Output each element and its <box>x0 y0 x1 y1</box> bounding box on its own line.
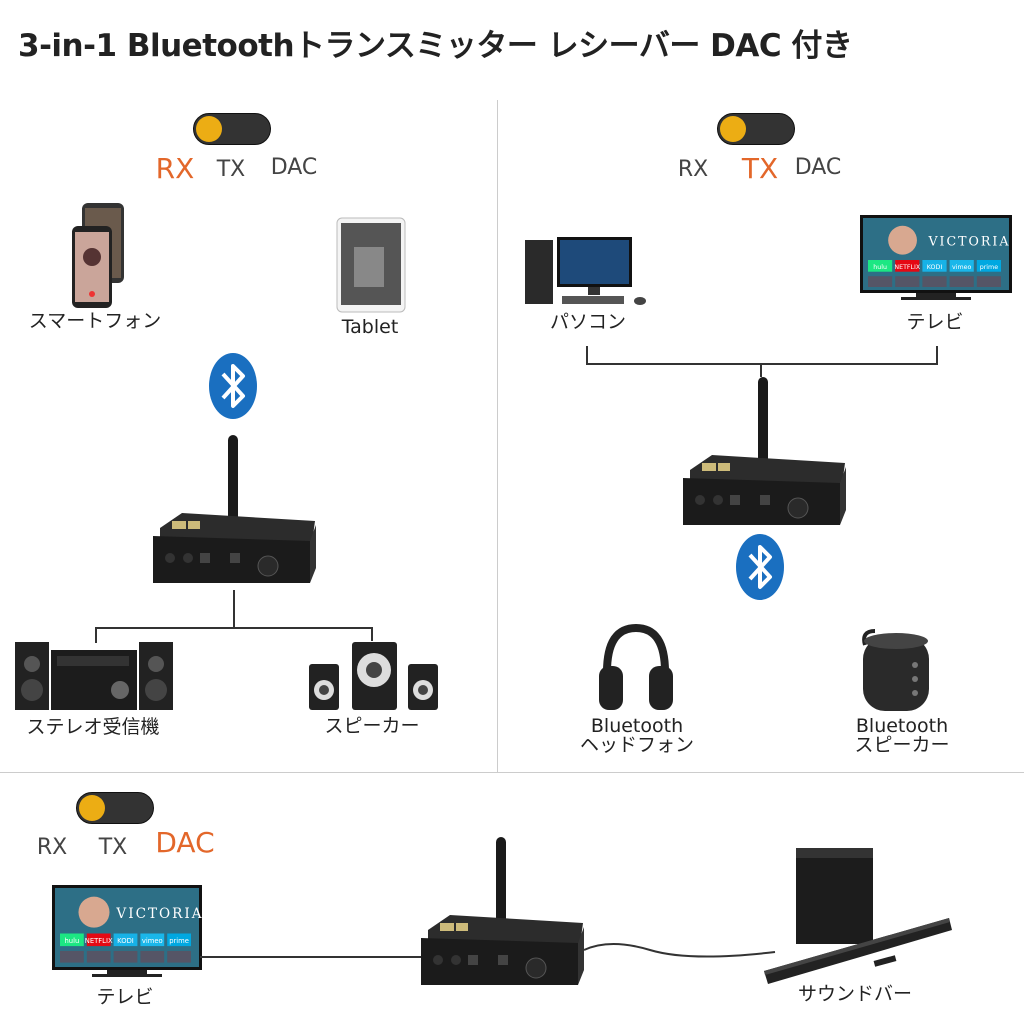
bluetooth-transmitter-receiver-device <box>153 435 316 583</box>
svg-text:prime: prime <box>980 264 998 271</box>
tv-title: VICTORIA <box>927 234 1010 249</box>
soundbar-image <box>764 848 952 984</box>
svg-text:NETFLIX: NETFLIX <box>85 937 113 945</box>
bluetooth-speaker-image <box>862 629 929 711</box>
mode-label-dac: DAC <box>794 155 842 180</box>
svg-text:vimeo: vimeo <box>952 264 971 271</box>
svg-text:KODI: KODI <box>117 937 134 945</box>
connection-line <box>586 363 938 365</box>
bluetooth-transmitter-receiver-device <box>683 377 846 525</box>
mode-label-rx: RX <box>677 157 709 182</box>
mode-label-tx: TX <box>216 157 246 182</box>
mode-label-dac: DAC <box>270 155 318 180</box>
label-tv: テレビ <box>96 986 154 1008</box>
label-soundbar: サウンドバー <box>797 983 913 1005</box>
label-bluetooth: Bluetooth <box>590 715 684 737</box>
smartphone-image <box>72 203 124 308</box>
bluetooth-transmitter-receiver-device <box>421 837 584 985</box>
svg-text:KODI: KODI <box>927 264 943 271</box>
bluetooth-icon <box>736 534 784 600</box>
label-pc: パソコン <box>549 311 627 333</box>
mode-label-dac: DAC <box>155 826 215 859</box>
svg-text:NETFLIX: NETFLIX <box>894 264 921 271</box>
connection-line <box>200 956 422 958</box>
label-speaker: スピーカー <box>324 715 420 737</box>
svg-text:vimeo: vimeo <box>142 937 163 945</box>
mode-switch-dac <box>76 792 154 824</box>
label-bluetooth: Bluetooth <box>855 715 949 737</box>
speakers-image <box>309 642 438 710</box>
label-bluetooth-speaker: スピーカー <box>854 734 950 756</box>
tv-image: VICTORIA hulu NETFLIX KODI vimeo prime <box>52 885 202 982</box>
svg-text:hulu: hulu <box>873 264 887 271</box>
divider-horizontal <box>0 772 1024 773</box>
mode-switch-rx <box>193 113 271 145</box>
tv-image: VICTORIA hulu NETFLIX KODI vimeo prime <box>860 215 1012 305</box>
svg-text:prime: prime <box>169 937 189 945</box>
page-title: 3-in-1 Bluetoothトランスミッター レシーバー DAC 付き <box>18 28 853 64</box>
stereo-receiver-image <box>15 642 173 710</box>
tablet-image <box>336 217 406 313</box>
label-stereo-receiver: ステレオ受信機 <box>26 716 160 738</box>
tv-title: VICTORIA <box>115 906 202 922</box>
label-tv: テレビ <box>906 311 964 333</box>
svg-text:hulu: hulu <box>65 937 80 945</box>
mode-label-rx: RX <box>36 835 68 860</box>
pc-image <box>525 237 646 305</box>
mode-label-tx: TX <box>741 152 779 185</box>
cable <box>583 943 776 958</box>
label-smartphone: スマートフォン <box>28 310 162 332</box>
label-tablet: Tablet <box>341 316 399 338</box>
headphones-image <box>599 623 673 710</box>
mode-label-rx: RX <box>155 152 195 185</box>
divider-vertical <box>497 100 498 772</box>
mode-switch-tx <box>717 113 795 145</box>
bluetooth-icon <box>209 353 257 419</box>
connection-line <box>95 627 373 629</box>
mode-label-tx: TX <box>98 835 128 860</box>
label-headphones: ヘッドフォン <box>579 734 695 756</box>
